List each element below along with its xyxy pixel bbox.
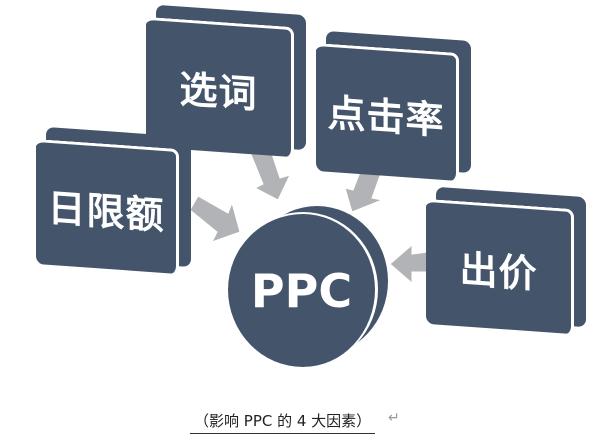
factor-box-ctr: 点击率 [316,30,471,181]
figure-caption: （影响 PPC 的 4 大因素） [190,410,376,434]
factor-label: 出价 [459,246,538,297]
factor-label: 选词 [179,67,258,117]
factor-box-daily-budget: 日限额 [36,126,191,274]
factor-box-bid: 出价 [426,186,586,335]
factor-label: 点击率 [327,90,445,143]
factor-label: 日限额 [47,185,165,238]
return-mark-icon: ↵ [388,410,400,426]
center-label: PPC [250,263,353,318]
